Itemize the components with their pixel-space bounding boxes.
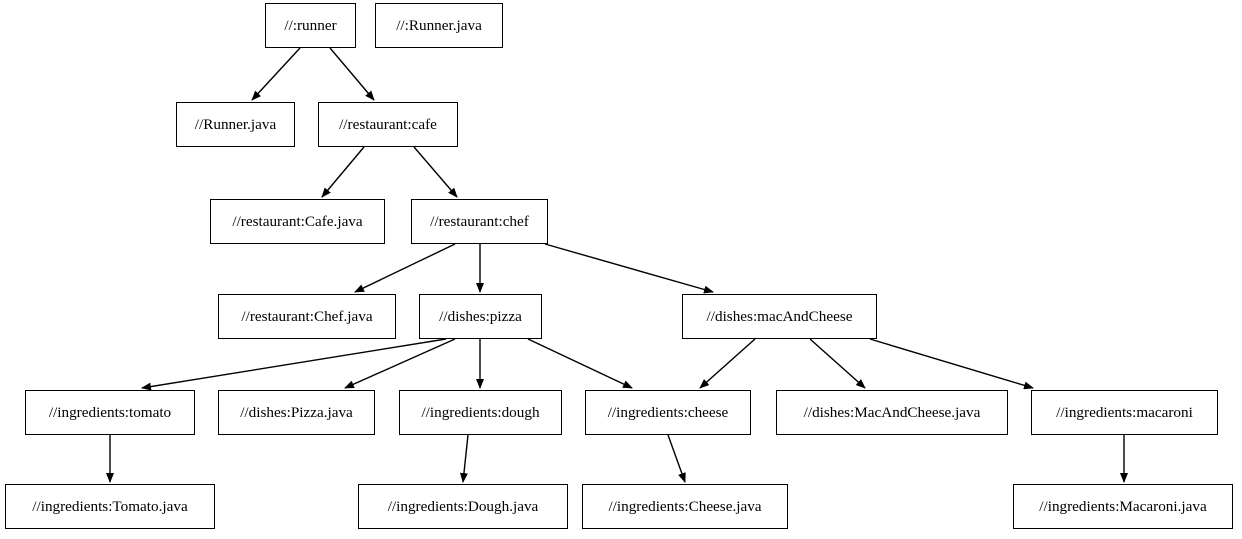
graph-edge-ing_dough-to-ing_dough_java [459,434,469,483]
graph-node-label: //ingredients:Cheese.java [608,497,762,515]
graph-node-label: //:runner [284,16,337,34]
graph-edge-restaurant_chef-to-restaurant_chef_java [354,243,456,293]
graph-node-label: //ingredients:Tomato.java [32,497,188,515]
graph-node-label: //ingredients:dough [421,403,540,421]
graph-node-restaurant_chef_java[interactable]: //restaurant:Chef.java [218,294,396,339]
graph-node-dishes_pizza_java[interactable]: //dishes:Pizza.java [218,390,375,435]
graph-edge-ing_cheese-to-ing_cheese_java [667,434,686,483]
graph-node-dishes_macandcheese[interactable]: //dishes:macAndCheese [682,294,877,339]
graph-node-label: //restaurant:Chef.java [241,307,373,325]
graph-node-ing_cheese_java[interactable]: //ingredients:Cheese.java [582,484,788,529]
graph-edge-restaurant_cafe-to-restaurant_cafe_java [321,146,365,198]
graph-edge-dishes_macandcheese-to-dishes_macandcheese_java [809,338,866,389]
graph-node-label: //dishes:Pizza.java [240,403,353,421]
graph-edge-dishes_pizza-to-dishes_pizza_java [344,338,456,389]
graph-node-label: //ingredients:cheese [607,403,729,421]
graph-node-dishes_pizza[interactable]: //dishes:pizza [419,294,542,339]
graph-node-label: //:Runner.java [396,16,482,34]
graph-edge-dishes_pizza-to-ing_cheese [527,338,633,389]
graph-node-ing_macaroni[interactable]: //ingredients:macaroni [1031,390,1218,435]
graph-edge-runner-to-runner_java [251,47,301,101]
graph-node-ing_dough[interactable]: //ingredients:dough [399,390,562,435]
graph-node-label: //dishes:macAndCheese [706,307,853,325]
graph-node-label: //dishes:MacAndCheese.java [803,403,981,421]
graph-node-label: //ingredients:macaroni [1056,403,1193,421]
graph-node-dishes_macandcheese_java[interactable]: //dishes:MacAndCheese.java [776,390,1008,435]
graph-node-label: //Runner.java [194,115,277,133]
graph-node-restaurant_cafe_java[interactable]: //restaurant:Cafe.java [210,199,385,244]
graph-node-label: //dishes:pizza [439,307,522,325]
graph-edge-runner-to-restaurant_cafe [329,47,375,101]
graph-edge-dishes_macandcheese-to-ing_macaroni [869,338,1034,390]
graph-node-ing_macaroni_java[interactable]: //ingredients:Macaroni.java [1013,484,1233,529]
graph-node-label: //ingredients:tomato [48,403,172,421]
graph-node-label: //restaurant:Cafe.java [232,212,363,230]
graph-edge-dishes_pizza-to-ing_tomato [141,338,447,391]
graph-node-ing_dough_java[interactable]: //ingredients:Dough.java [358,484,568,529]
graph-node-runner_java[interactable]: //Runner.java [176,102,295,147]
graph-edge-restaurant_cafe-to-restaurant_chef [413,146,458,198]
graph-node-restaurant_chef[interactable]: //restaurant:chef [411,199,548,244]
graph-node-runner[interactable]: //:runner [265,3,356,48]
graph-node-label: //ingredients:Macaroni.java [1039,497,1207,515]
graph-node-ing_cheese[interactable]: //ingredients:cheese [585,390,751,435]
graph-node-restaurant_cafe[interactable]: //restaurant:cafe [318,102,458,147]
graph-edge-restaurant_chef-to-dishes_macandcheese [544,243,714,294]
graph-node-root_runner_java[interactable]: //:Runner.java [375,3,503,48]
graph-edge-dishes_macandcheese-to-ing_cheese [699,338,756,389]
graph-node-ing_tomato_java[interactable]: //ingredients:Tomato.java [5,484,215,529]
graph-node-ing_tomato[interactable]: //ingredients:tomato [25,390,195,435]
graph-node-label: //ingredients:Dough.java [387,497,539,515]
graph-node-label: //restaurant:chef [430,212,529,230]
graph-node-label: //restaurant:cafe [339,115,437,133]
